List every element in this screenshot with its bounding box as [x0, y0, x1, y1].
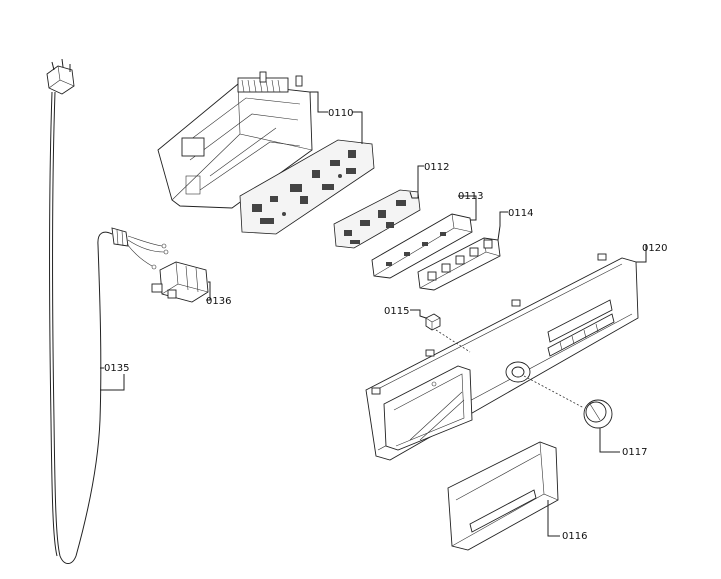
label-0115: 0115: [384, 306, 409, 317]
power-cord-part: [46, 58, 169, 564]
filter-part: [151, 261, 209, 303]
drawer-handle-part: [447, 441, 559, 551]
label-0114: 0114: [508, 208, 533, 219]
label-0136: 0136: [206, 296, 231, 307]
display-pcb-part: [333, 189, 421, 249]
button-strip-part: [417, 237, 501, 291]
small-button-part: [425, 313, 471, 353]
label-0112: 0112: [424, 162, 449, 173]
label-0117: 0117: [622, 447, 647, 458]
main-pcb-part: [239, 139, 375, 235]
label-0120: 0120: [642, 243, 667, 254]
part-labels: 0110 0112 0113 0114 0120 0115 0136 0135 …: [104, 108, 667, 542]
fascia-panel-part: [365, 253, 639, 461]
label-0116: 0116: [562, 531, 587, 542]
label-0113: 0113: [458, 191, 483, 202]
leader-lines: [100, 91, 647, 537]
label-0110: 0110: [328, 108, 353, 119]
button-holder-part: [371, 213, 473, 279]
program-knob-part: [523, 375, 613, 429]
label-0135: 0135: [104, 363, 129, 374]
